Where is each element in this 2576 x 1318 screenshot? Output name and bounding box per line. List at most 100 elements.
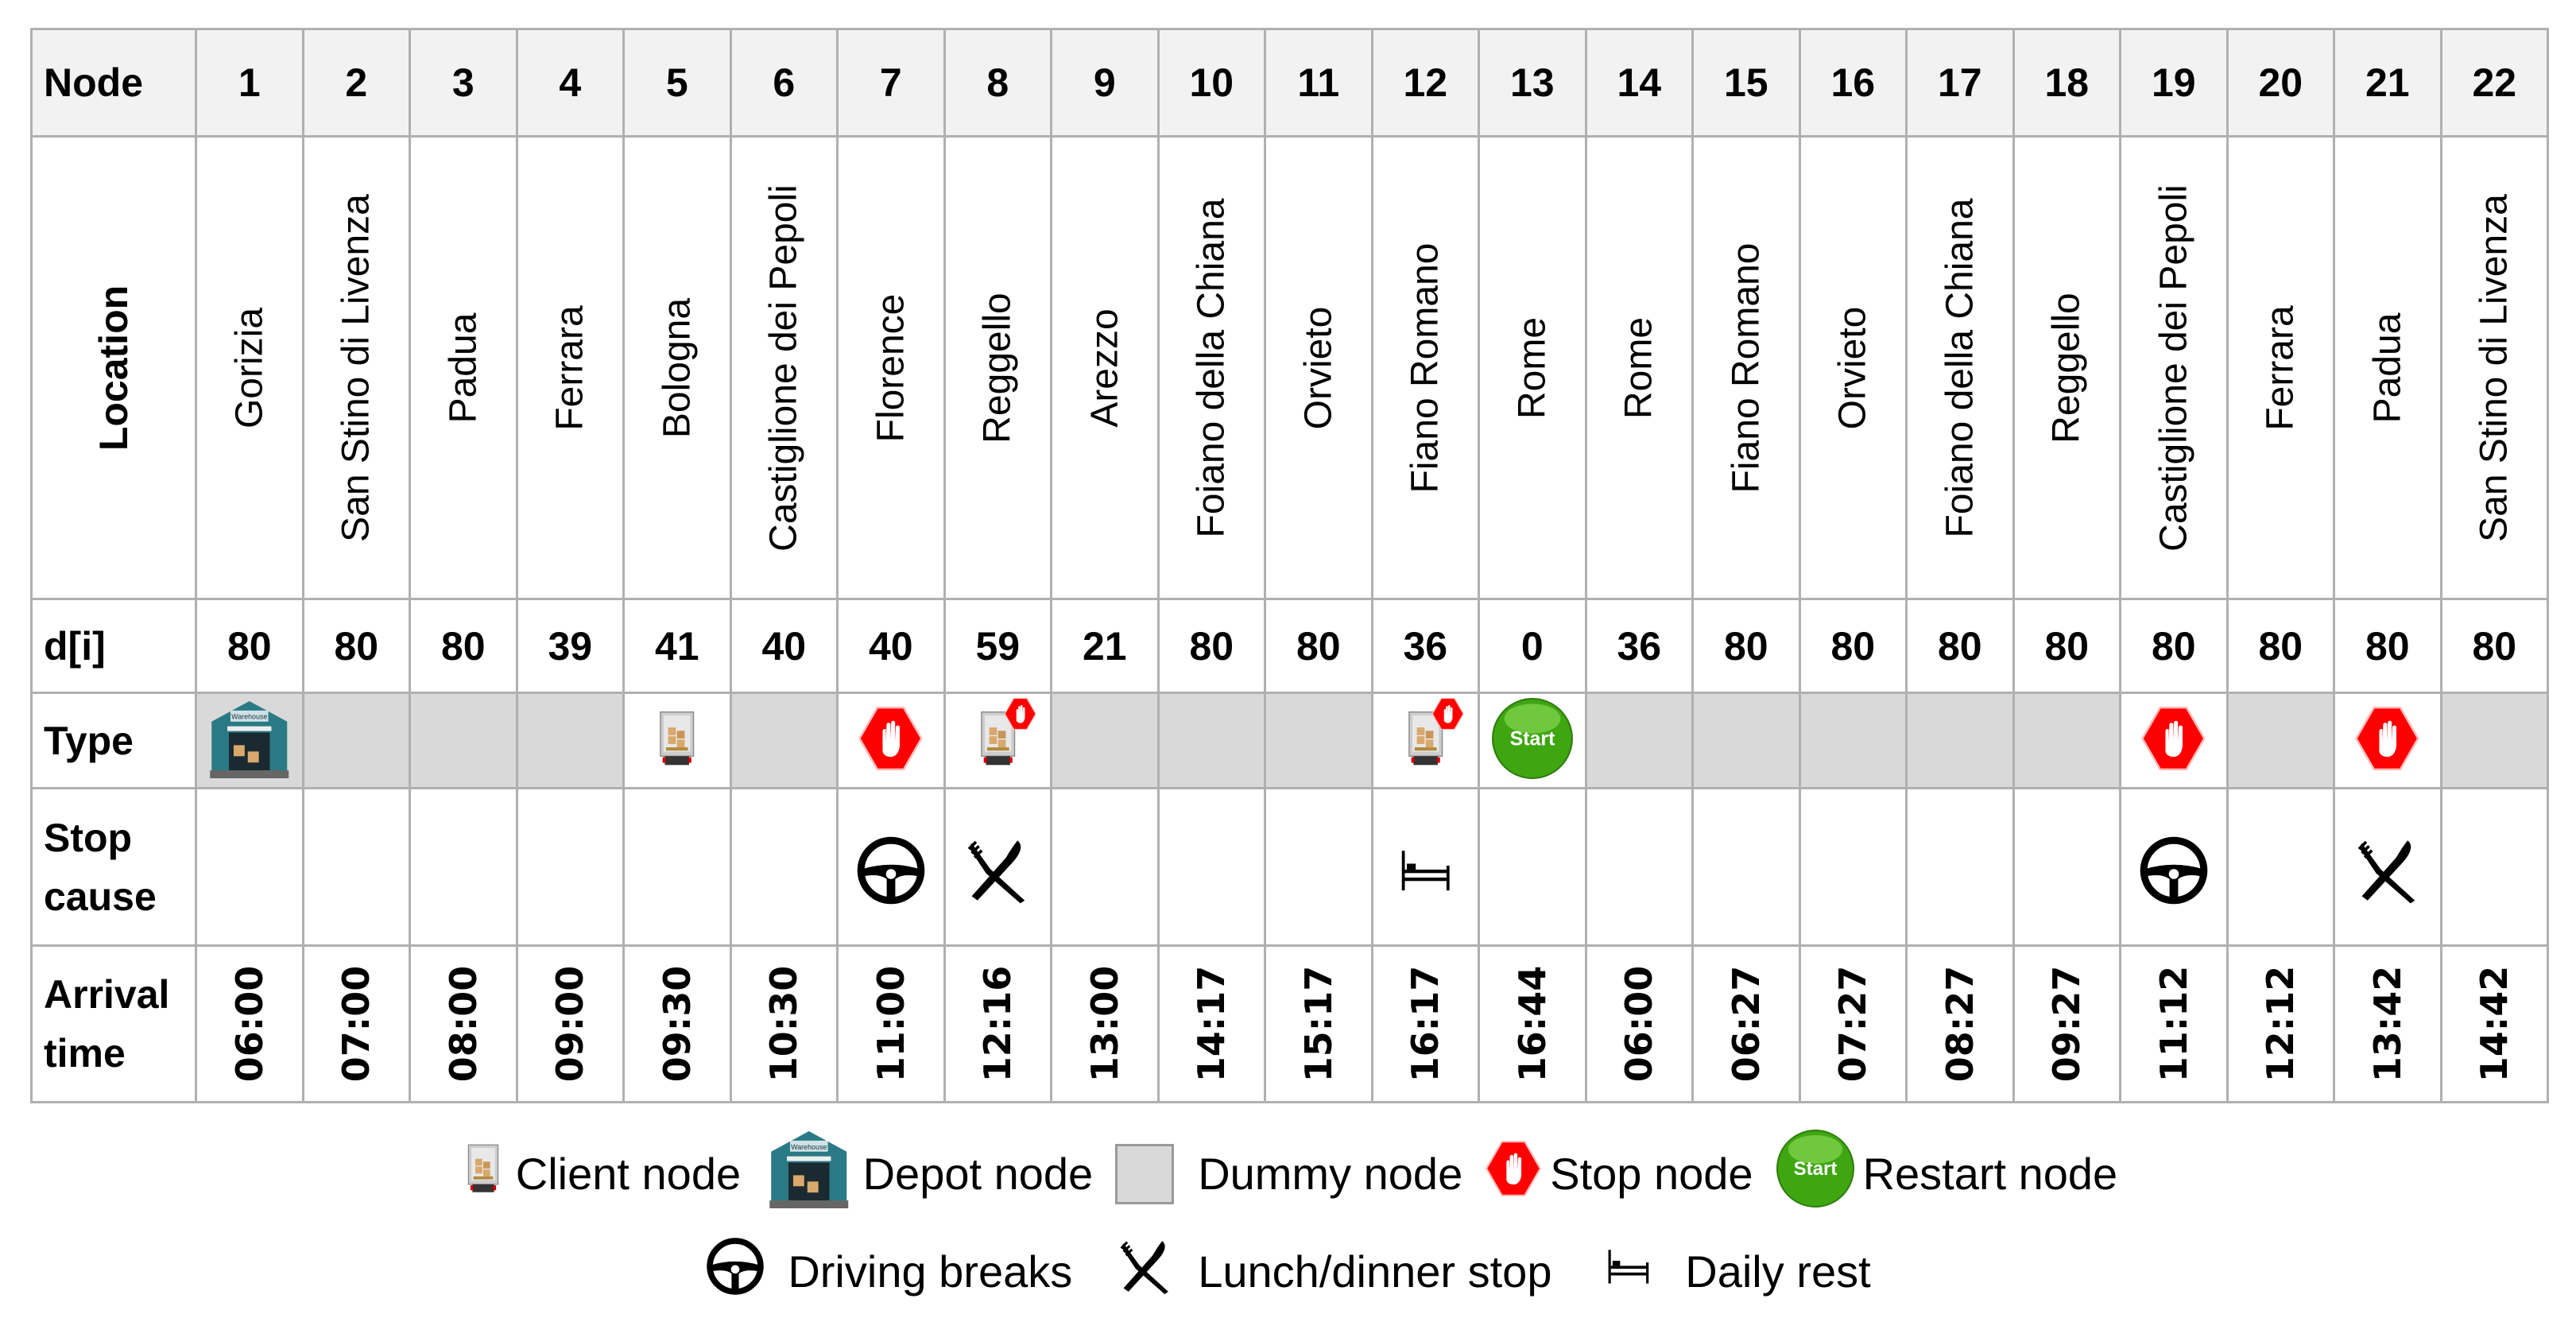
location-name: Padua [2366, 312, 2409, 423]
legend-restart-label: Restart node [1862, 1149, 2118, 1199]
stop-cause-cell [2225, 787, 2335, 947]
demand-value: 59 [943, 598, 1052, 694]
stop-cause-cell [2119, 787, 2229, 947]
arrival-cell: 09:30 [622, 944, 732, 1103]
node-number: 14 [1584, 28, 1694, 138]
node-number: 20 [2225, 28, 2335, 138]
arrival-time: 06:00 [1617, 965, 1661, 1083]
location-cell: Florence [836, 135, 946, 600]
type-cell-restart: Start [1478, 692, 1587, 789]
location-cell: Arezzo [1050, 135, 1160, 600]
node-number: 6 [729, 28, 839, 138]
arrival-time: 06:00 [227, 965, 271, 1083]
location-name: Rome [1617, 316, 1660, 419]
stop-cause-cell [301, 787, 411, 947]
legend-dummy: Dummy node [1115, 1143, 1462, 1204]
demand-value: 80 [1691, 598, 1801, 694]
row-label-type: Type [30, 692, 197, 789]
stop-cause-cell [943, 787, 1052, 947]
node-number: 8 [943, 28, 1052, 138]
stop-cause-cell [1050, 787, 1160, 947]
arrival-cell: 09:00 [515, 944, 625, 1103]
stop-cause-cell [1584, 787, 1694, 947]
node-number: 9 [1050, 28, 1160, 138]
location-cell: Orvieto [1798, 135, 1908, 600]
fork-knife-icon [962, 835, 1033, 910]
type-cell-stop [2333, 692, 2442, 789]
location-name: Fiano Romano [1404, 242, 1447, 493]
client-stop-icon [970, 694, 1036, 787]
arrival-cell: 16:44 [1478, 944, 1587, 1103]
location-name: Castiglione dei Pepoli [2152, 184, 2195, 552]
row-label-location: Location [30, 135, 197, 600]
type-cell-dummy [1584, 692, 1694, 789]
dummy-swatch-icon [1115, 1143, 1175, 1204]
warehouse-icon: Warehouse [763, 1130, 855, 1219]
location-cell: Rome [1478, 135, 1587, 600]
arrival-cell: 15:17 [1264, 944, 1373, 1103]
arrival-time: 08:00 [441, 965, 485, 1083]
arrival-cell: 06:00 [1584, 944, 1694, 1103]
arrival-cell: 09:27 [2012, 944, 2121, 1103]
svg-text:Warehouse: Warehouse [231, 712, 267, 720]
arrival-time: 07:27 [1831, 965, 1875, 1083]
type-cell-client-stop [943, 692, 1052, 789]
demand-value: 80 [2225, 598, 2335, 694]
location-label: Location [91, 285, 136, 451]
node-number: 15 [1691, 28, 1801, 138]
svg-text:Start: Start [1509, 727, 1555, 750]
arrival-cell: 14:17 [1156, 944, 1266, 1103]
demand-value: 80 [2119, 598, 2229, 694]
arrival-cell: 08:27 [1905, 944, 2015, 1103]
type-cell-dummy [2439, 692, 2549, 789]
start-button-icon: Start [1491, 697, 1574, 784]
demand-value: 80 [2333, 598, 2442, 694]
arrival-cell: 08:00 [409, 944, 518, 1103]
arrival-cell: 11:00 [836, 944, 946, 1103]
node-number: 10 [1156, 28, 1266, 138]
node-number: 3 [409, 28, 518, 138]
demand-value: 36 [1370, 598, 1480, 694]
location-name: San Stino di Livenza [2473, 193, 2516, 542]
stop-cause-cell [1478, 787, 1587, 947]
arrival-time: 08:27 [1938, 965, 1981, 1083]
steering-wheel-icon [2138, 835, 2210, 910]
stop-cause-cell [1264, 787, 1373, 947]
legend-lunch: Lunch/dinner stop [1115, 1236, 1551, 1307]
type-cell-stop [2119, 692, 2229, 789]
type-cell-dummy [1798, 692, 1908, 789]
arrival-cell: 16:17 [1370, 944, 1480, 1103]
row-label-demand: d[i] [30, 598, 197, 694]
location-cell: San Stino di Livenza [301, 135, 411, 600]
location-name: Reggello [976, 292, 1019, 444]
location-name: Foiano della Chiana [1190, 198, 1233, 537]
node-number: 21 [2333, 28, 2442, 138]
node-number: 7 [836, 28, 946, 138]
location-cell: Reggello [943, 135, 1052, 600]
stop-hand-icon [1485, 1137, 1542, 1211]
stop-cause-cell [1370, 787, 1480, 947]
svg-text:Start: Start [1793, 1158, 1837, 1180]
stop-cause-cell [195, 787, 304, 947]
location-name: Castiglione dei Pepoli [762, 184, 805, 552]
legend-stop-label: Stop node [1550, 1149, 1753, 1199]
demand-value: 80 [301, 598, 411, 694]
legend-rest-label: Daily rest [1685, 1246, 1871, 1297]
legend-restart: Start Restart node [1776, 1129, 2118, 1219]
fork-knife-icon [1115, 1236, 1176, 1307]
stop-cause-cell [409, 787, 518, 947]
fork-knife-icon [2352, 835, 2423, 910]
stop-hand-icon [858, 702, 924, 779]
location-name: Padua [442, 312, 485, 423]
arrival-cell: 12:16 [943, 944, 1052, 1103]
type-cell-dummy [1050, 692, 1160, 789]
type-cell-dummy [515, 692, 625, 789]
row-label-arrival: Arrival time [30, 944, 197, 1103]
location-name: Florence [870, 293, 912, 442]
arrival-cell: 06:27 [1691, 944, 1801, 1103]
location-name: Reggello [2045, 292, 2088, 444]
arrival-time: 13:00 [1083, 965, 1126, 1083]
demand-value: 80 [1798, 598, 1908, 694]
type-cell-dummy [1905, 692, 2015, 789]
